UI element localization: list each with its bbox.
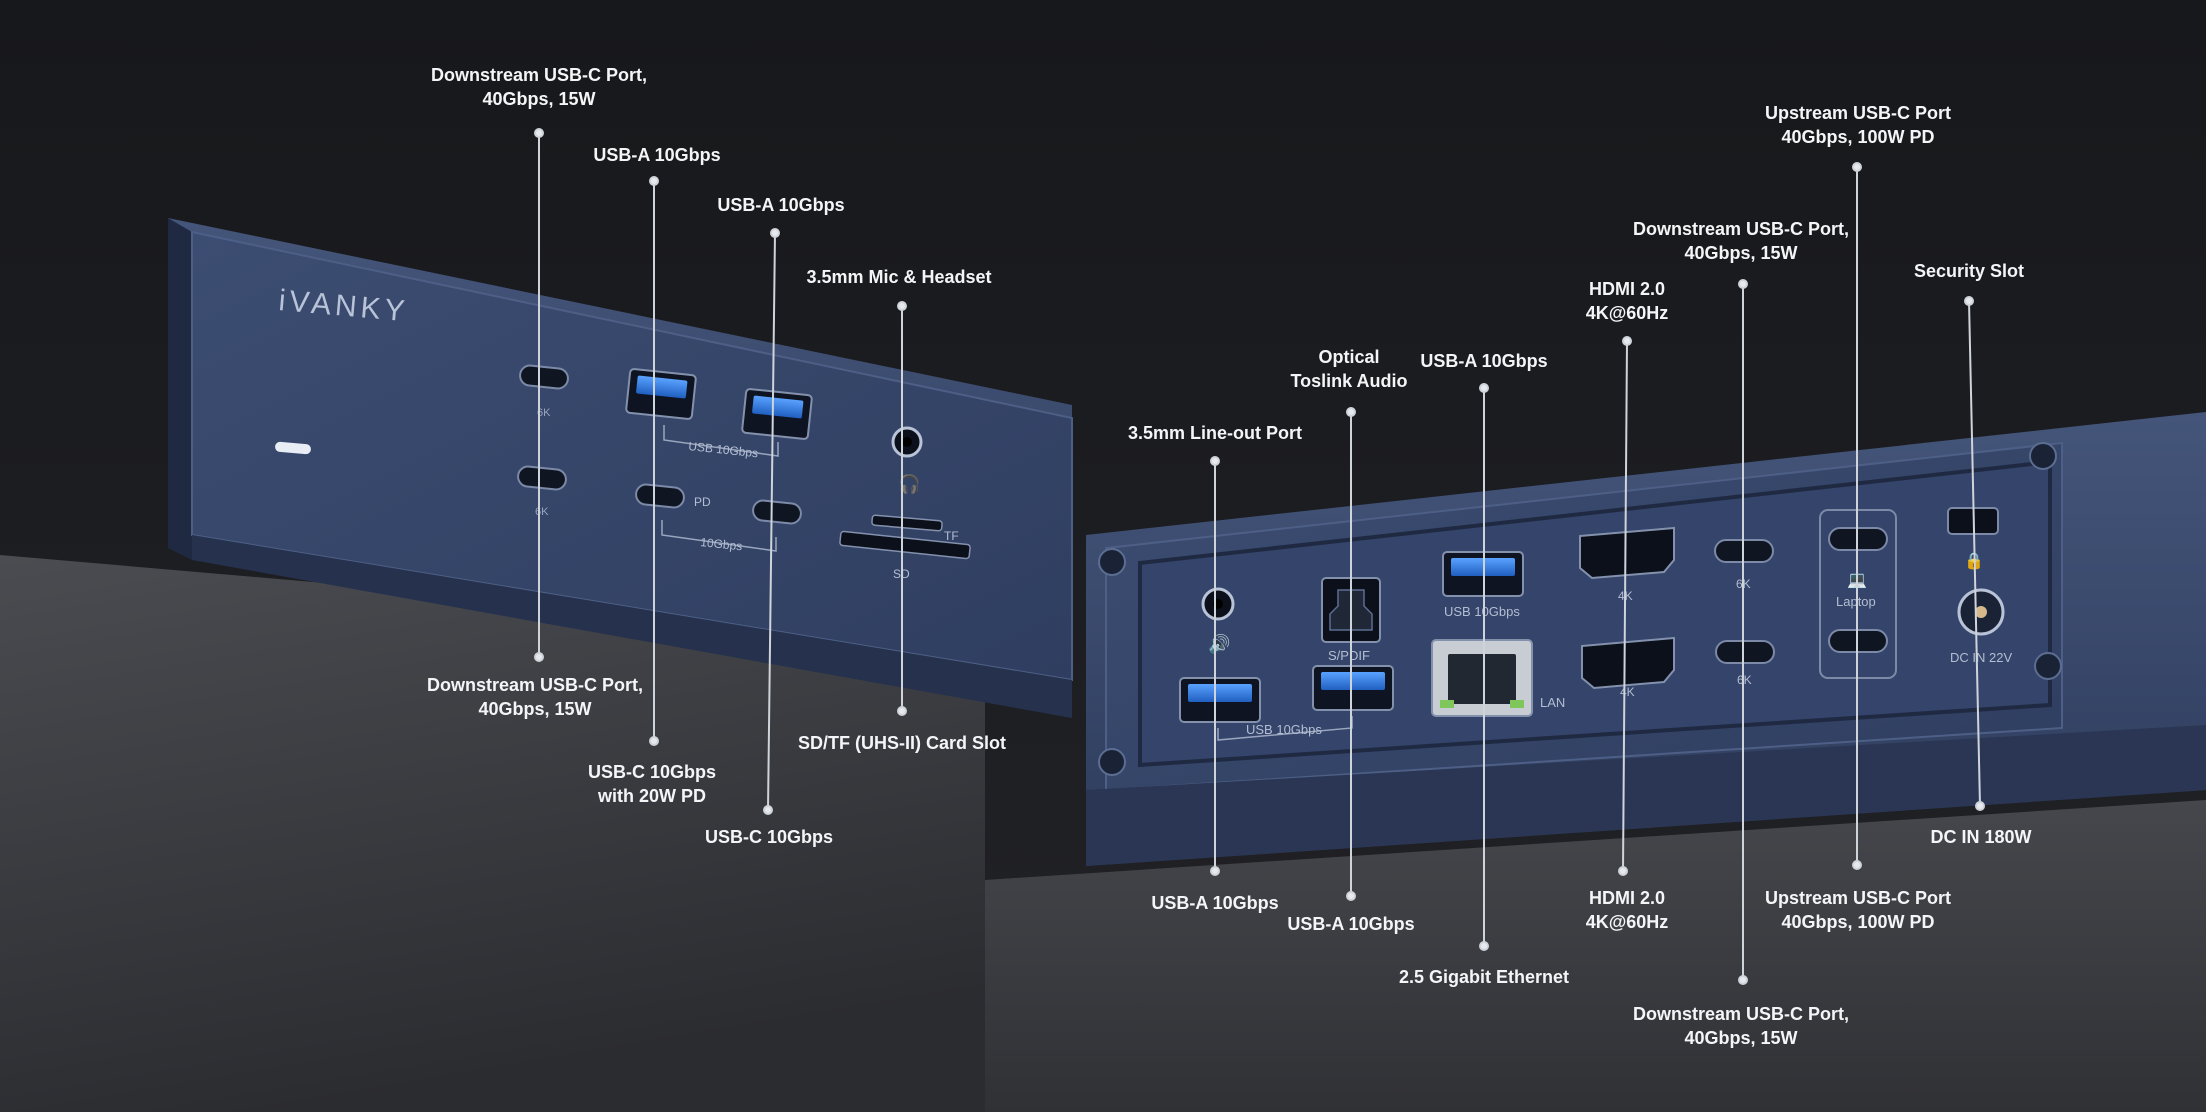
callout-lines	[534, 128, 1985, 985]
callout-rear-ethernet: 2.5 Gigabit Ethernet	[1398, 967, 1570, 987]
rear-usba-bottom-mark: USB 10Gbps	[1246, 722, 1322, 737]
callout-rear-lineout: 3.5mm Line-out Port	[1127, 423, 1303, 443]
callout-rear-hdmi-bottom: HDMI 2.0 4K@60Hz	[1585, 888, 1669, 932]
rear-laptop-mark: Laptop	[1836, 594, 1876, 609]
front-usbc-top-mark: 6K	[537, 407, 551, 419]
rear-usbc-bottom-port	[1715, 640, 1775, 664]
rear-usba-top-mark: USB 10Gbps	[1444, 604, 1520, 619]
callout-rear-security: Security Slot	[1913, 261, 2025, 281]
rear-lan-mark: LAN	[1540, 695, 1565, 710]
callout-front-mic: 3.5mm Mic & Headset	[806, 267, 992, 287]
callout-rear-usba-top: USB-A 10Gbps	[1420, 351, 1548, 371]
rear-lan-socket	[1448, 654, 1516, 704]
front-usba-1-tongue	[636, 375, 688, 399]
shelf-right	[985, 800, 2206, 1112]
rear-screw-1	[1098, 548, 1126, 576]
rear-screw-3	[2029, 442, 2057, 470]
front-usbc-bottom-port	[517, 465, 567, 491]
callout-rear-optical: Optical Toslink Audio	[1290, 347, 1408, 391]
front-sd-slot	[839, 530, 971, 560]
callout-rear-hdmi-top: HDMI 2.0 4K@60Hz	[1585, 279, 1669, 323]
front-usbc-pd-port	[635, 483, 685, 509]
front-tf-mark: TF	[944, 529, 959, 543]
rear-hdmi-top-port	[1579, 526, 1675, 580]
front-usba-bracket	[663, 425, 779, 457]
rear-hdmi-bottom-mark: 4K	[1620, 685, 1635, 699]
rear-dcin-pin	[1975, 606, 1987, 618]
rear-spdif-mark: S/PDIF	[1328, 648, 1370, 663]
callout-front-card: SD/TF (UHS-II) Card Slot	[798, 733, 1006, 753]
front-hub-bottom-edge	[192, 535, 1072, 718]
callout-rear-usba-bottom-2: USB-A 10Gbps	[1287, 914, 1415, 934]
callout-front-usba-1: USB-A 10Gbps	[593, 145, 721, 165]
front-usbc-port	[752, 499, 802, 525]
callout-rear-downstream-bottom: Downstream USB-C Port, 40Gbps, 15W	[1632, 1004, 1850, 1048]
callout-front-usba-2: USB-A 10Gbps	[717, 195, 845, 215]
front-pd-mark: PD	[694, 495, 711, 509]
callout-front-usbc-pd: USB-C 10Gbps with 20W PD	[587, 762, 717, 806]
headset-icon: 🎧	[898, 473, 920, 495]
callout-front-downstream-top: Downstream USB-C Port, 40Gbps, 15W	[430, 65, 648, 109]
rear-lan-led-1	[1440, 700, 1454, 708]
front-usba-2-tongue	[752, 395, 804, 419]
shelf-left	[0, 555, 985, 1112]
front-tf-slot	[871, 514, 943, 532]
callout-front-usbc: USB-C 10Gbps	[704, 827, 834, 847]
rear-screw-2	[1098, 748, 1126, 776]
callout-rear-upstream-top: Upstream USB-C Port 40Gbps, 100W PD	[1764, 103, 1952, 147]
callout-rear-dcin: DC IN 180W	[1930, 827, 2032, 847]
callout-front-downstream-bottom: Downstream USB-C Port, 40Gbps, 15W	[426, 675, 644, 719]
front-hub: iVANKY 6K 6K USB 10Gbps PD 10Gbps 🎧 TF S…	[168, 218, 1073, 718]
rear-usba-bottom-2-tongue	[1321, 672, 1385, 690]
rear-screw-4	[2034, 652, 2062, 680]
rear-dcin-mark: DC IN 22V	[1950, 650, 2012, 665]
rear-hdmi-bottom-port	[1581, 636, 1675, 690]
front-usbc-top-port	[519, 364, 569, 390]
callout-rear-downstream-top: Downstream USB-C Port, 40Gbps, 15W	[1632, 219, 1850, 263]
rear-usba-bottom-1-tongue	[1188, 684, 1252, 702]
status-led	[275, 441, 311, 455]
front-mic-jack-hole	[902, 437, 912, 447]
speaker-icon: 🔊	[1208, 633, 1230, 655]
rear-usbc-bottom-mark: 6K	[1737, 673, 1752, 687]
front-usbc-bottom-mark: 6K	[535, 506, 549, 518]
rear-lan-led-2	[1510, 700, 1524, 708]
callout-rear-upstream-bottom: Upstream USB-C Port 40Gbps, 100W PD	[1764, 888, 1952, 932]
rear-hub: 🔊 S/PDIF USB 10Gbps USB 10Gbps LAN 4K 4K…	[1086, 412, 2206, 866]
rear-hub-bottom-edge	[1086, 725, 2206, 866]
callout-rear-usba-bottom-1: USB-A 10Gbps	[1151, 893, 1279, 913]
front-usbc-bracket	[661, 520, 777, 552]
front-hub-side	[168, 218, 192, 560]
front-usbc-mark: 10Gbps	[700, 535, 743, 553]
